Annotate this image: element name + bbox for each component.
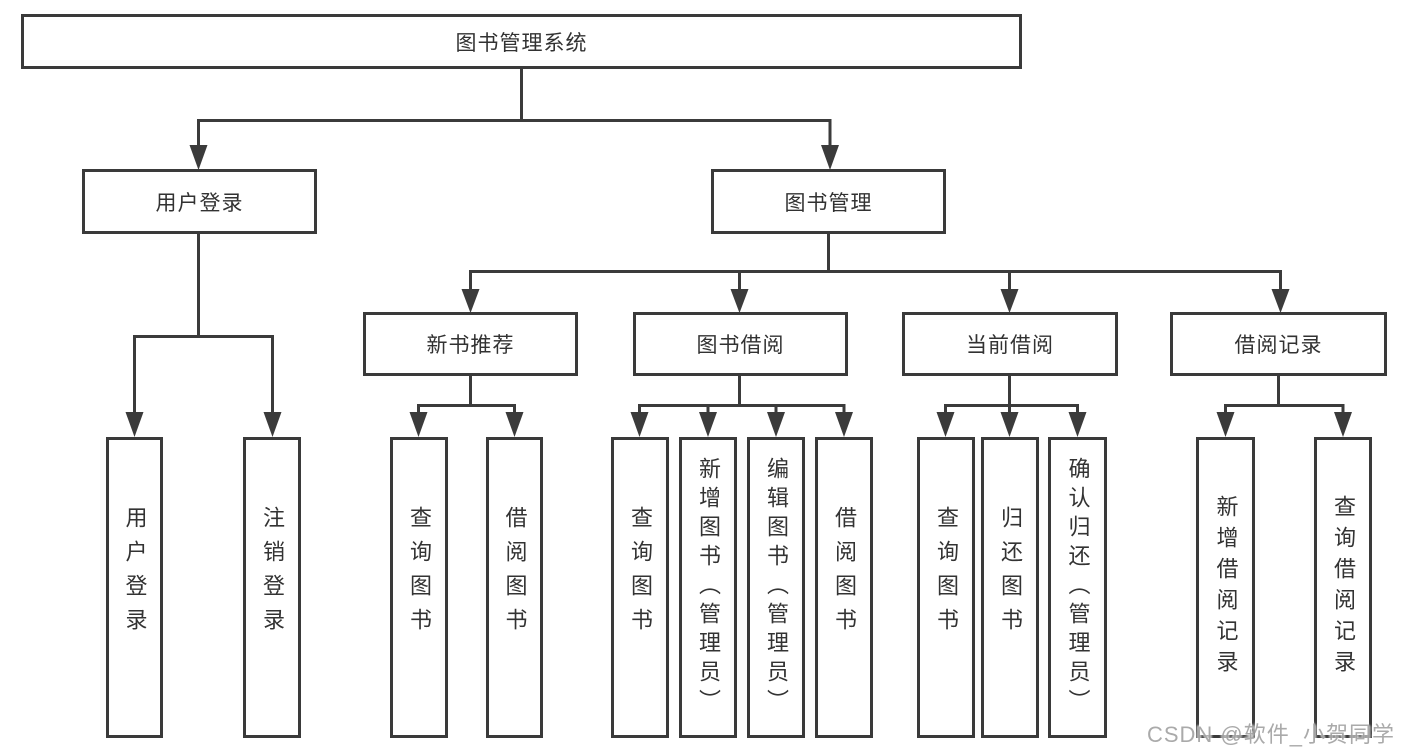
node-leaf-confirm-return-admin: 确认归还（管理员） — [1048, 437, 1107, 738]
node-borrow-records: 借阅记录 — [1170, 312, 1387, 376]
node-leaf-add-books-admin-label: 新增图书（管理员） — [696, 457, 721, 718]
arrowhead-book-borrow — [730, 289, 749, 313]
node-leaf-edit-books-admin: 编辑图书（管理员） — [747, 437, 805, 738]
arrowhead-book-management — [821, 145, 839, 170]
node-leaf-query-books-2-label: 查询图书 — [628, 505, 653, 642]
arrowhead-leaf-b1 — [409, 412, 428, 437]
node-leaf-query-books-3-label: 查询图书 — [934, 505, 959, 642]
arrowhead-leaf-c2 — [699, 412, 717, 437]
node-borrow-records-label: 借阅记录 — [1234, 334, 1323, 357]
node-user-login: 用户登录 — [82, 169, 317, 234]
node-new-book-recommend-label: 新书推荐 — [426, 334, 515, 357]
node-leaf-logout-label: 注销登录 — [260, 505, 285, 642]
node-leaf-borrow-books-1-label: 借阅图书 — [502, 505, 528, 642]
node-user-login-label: 用户登录 — [155, 191, 244, 215]
node-current-borrow: 当前借阅 — [902, 312, 1118, 376]
node-root: 图书管理系统 — [21, 14, 1022, 69]
node-new-book-recommend: 新书推荐 — [363, 312, 578, 376]
node-leaf-edit-books-admin-label: 编辑图书（管理员） — [764, 457, 789, 718]
arrowhead-borrow-records — [1271, 289, 1290, 313]
arrowhead-leaf-a1 — [125, 412, 144, 437]
arrowhead-leaf-c3 — [767, 412, 785, 437]
node-leaf-query-borrow-record-label: 查询借阅记录 — [1331, 494, 1356, 681]
arrowhead-leaf-c1 — [630, 412, 649, 437]
node-leaf-user-login: 用户登录 — [106, 437, 163, 738]
node-leaf-return-books-label: 归还图书 — [998, 505, 1023, 642]
node-leaf-add-borrow-record-label: 新增借阅记录 — [1213, 494, 1239, 681]
node-book-management: 图书管理 — [711, 169, 946, 234]
arrowhead-new-book — [461, 289, 480, 313]
node-book-borrow: 图书借阅 — [633, 312, 848, 376]
node-leaf-logout: 注销登录 — [243, 437, 301, 738]
arrowhead-leaf-d1 — [936, 412, 955, 437]
node-leaf-query-books-2: 查询图书 — [611, 437, 669, 738]
arrowhead-leaf-c4 — [835, 412, 853, 437]
node-leaf-borrow-books-2: 借阅图书 — [815, 437, 873, 738]
connector-book-borrow-split — [638, 404, 846, 415]
connector-level2-split — [197, 119, 832, 148]
node-leaf-query-borrow-record: 查询借阅记录 — [1314, 437, 1372, 738]
node-leaf-query-books-1-label: 查询图书 — [407, 505, 432, 642]
node-leaf-confirm-return-admin-label: 确认归还（管理员） — [1065, 457, 1091, 718]
node-leaf-query-books-1: 查询图书 — [390, 437, 448, 738]
arrowhead-leaf-a2 — [263, 412, 282, 437]
connector-user-login-split — [133, 335, 274, 415]
node-current-borrow-label: 当前借阅 — [966, 334, 1054, 357]
arrowhead-leaf-e1 — [1216, 412, 1235, 437]
node-leaf-user-login-label: 用户登录 — [122, 505, 148, 642]
node-leaf-query-books-3: 查询图书 — [917, 437, 975, 738]
node-leaf-add-books-admin: 新增图书（管理员） — [679, 437, 737, 738]
arrowhead-current-borrow — [1000, 289, 1019, 313]
node-book-management-label: 图书管理 — [784, 191, 873, 215]
arrowhead-leaf-d3 — [1068, 412, 1087, 437]
connector-level3-split — [469, 270, 1282, 294]
arrowhead-user-login — [189, 145, 208, 170]
node-leaf-borrow-books-2-label: 借阅图书 — [832, 505, 857, 642]
node-book-borrow-label: 图书借阅 — [696, 334, 785, 357]
arrowhead-leaf-e2 — [1334, 412, 1352, 437]
connector-borrow-records-split — [1224, 404, 1345, 415]
node-leaf-borrow-books-1: 借阅图书 — [486, 437, 543, 738]
csdn-watermark: CSDN @软件_小贺同学 — [1146, 722, 1395, 747]
node-leaf-add-borrow-record: 新增借阅记录 — [1196, 437, 1255, 738]
node-root-label: 图书管理系统 — [455, 31, 588, 55]
arrowhead-leaf-d2 — [1000, 412, 1019, 437]
arrowhead-leaf-b2 — [505, 412, 524, 437]
connector-new-book-split — [417, 404, 516, 415]
node-leaf-return-books: 归还图书 — [981, 437, 1039, 738]
